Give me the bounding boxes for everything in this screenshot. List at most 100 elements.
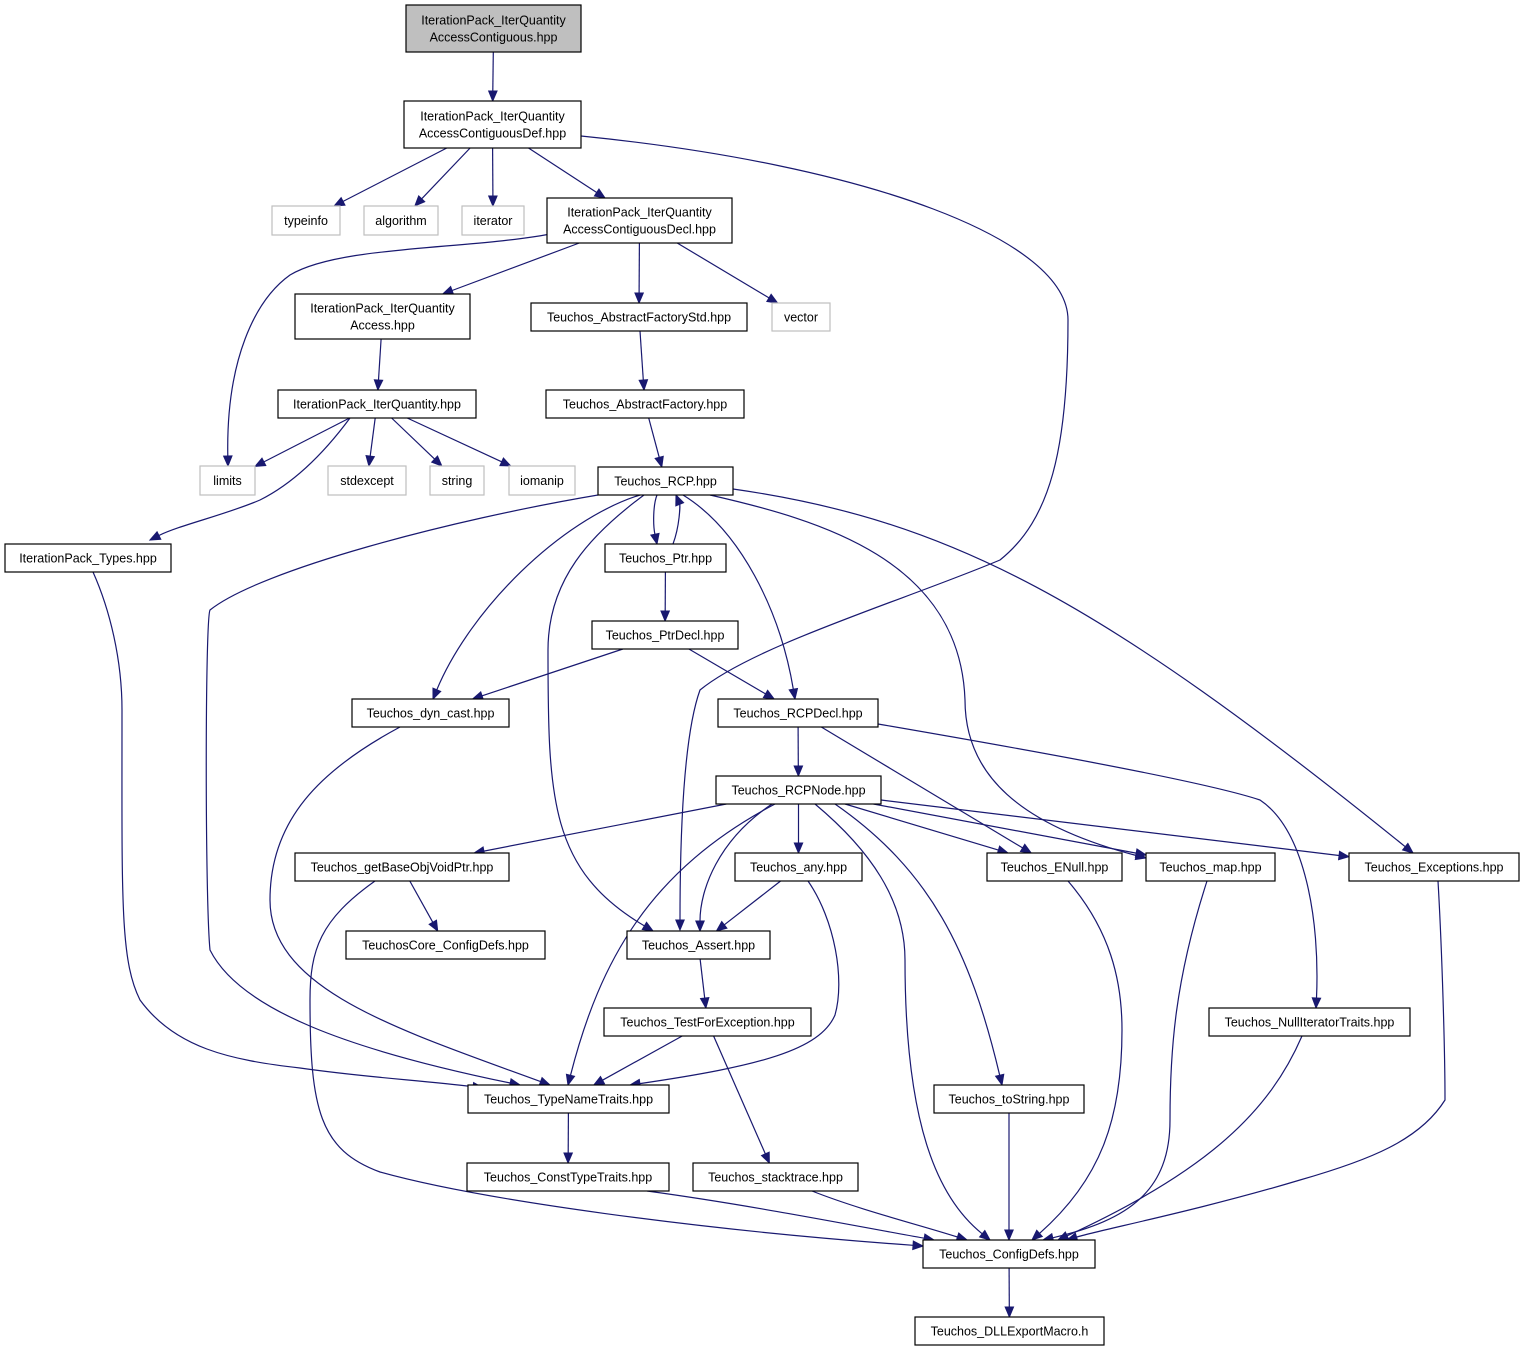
edge-line (723, 880, 781, 926)
edge-line (699, 803, 773, 922)
node-box (351, 698, 510, 728)
node-label: Teuchos_any.hpp (750, 861, 847, 875)
node-ptr[interactable]: Teuchos_Ptr.hpp (604, 543, 727, 573)
node-label: IterationPack_Types.hpp (19, 552, 157, 566)
node-label: Teuchos_toString.hpp (949, 1093, 1070, 1107)
edge-tostring-to-config (1004, 1113, 1014, 1242)
node-box (771, 302, 831, 332)
node-label: Teuchos_Assert.hpp (642, 939, 755, 953)
edge-line (811, 1190, 958, 1238)
node-enull[interactable]: Teuchos_ENull.hpp (986, 852, 1123, 882)
edges-layer (92, 51, 1446, 1319)
node-any[interactable]: Teuchos_any.hpp (734, 852, 863, 882)
arrowhead (1004, 1229, 1014, 1242)
node-label: IterationPack_IterQuantity (567, 206, 712, 220)
node-box (597, 466, 734, 496)
arrowhead (373, 379, 384, 392)
arrowhead (912, 1240, 925, 1251)
edge-rcp-to-assert (547, 494, 655, 932)
node-config[interactable]: Teuchos_ConfigDefs.hpp (922, 1239, 1096, 1269)
arrowhead (762, 689, 776, 700)
node-root[interactable]: IterationPack_IterQuantityAccessContiguo… (405, 4, 582, 53)
node-rcpnode[interactable]: Teuchos_RCPNode.hpp (715, 775, 882, 805)
node-label: Teuchos_RCPDecl.hpp (733, 707, 862, 721)
edge-rcp-to-exc (732, 488, 1415, 854)
edge-ptr-to-ptrdecl (660, 571, 671, 623)
edge-decl-to-access (441, 242, 580, 295)
node-box (922, 1239, 1096, 1269)
node-iq[interactable]: IterationPack_IterQuantity.hpp (277, 389, 477, 419)
node-rcpdecl[interactable]: Teuchos_RCPDecl.hpp (717, 698, 879, 728)
edge-def-to-iterator (487, 147, 498, 208)
node-box (345, 930, 546, 960)
node-absstd[interactable]: Teuchos_AbstractFactoryStd.hpp (530, 302, 748, 332)
edge-line (391, 417, 436, 460)
arrowhead (1019, 843, 1033, 854)
node-box (4, 543, 172, 573)
node-label: stdexcept (340, 474, 394, 488)
arrowhead (978, 1229, 992, 1241)
node-decl[interactable]: IterationPack_IterQuantityAccessContiguo… (546, 197, 733, 244)
arrowhead (638, 379, 649, 392)
node-testfor[interactable]: Teuchos_TestForException.hpp (603, 1007, 812, 1037)
edge-iq-to-string (391, 417, 443, 467)
node-def[interactable]: IterationPack_IterQuantityAccessContiguo… (403, 100, 582, 149)
node-ptrdecl[interactable]: Teuchos_PtrDecl.hpp (591, 620, 739, 650)
edge-line (672, 504, 681, 545)
node-label: Teuchos_stacktrace.hpp (708, 1171, 843, 1185)
edge-line (814, 803, 983, 1235)
node-rcp[interactable]: Teuchos_RCP.hpp (597, 466, 734, 496)
node-map[interactable]: Teuchos_map.hpp (1145, 852, 1276, 882)
edge-testfor-to-stack (713, 1035, 770, 1165)
arrowhead (641, 921, 655, 932)
edge-line (699, 958, 706, 999)
edge-getbase-to-coreconf (409, 880, 439, 933)
node-box (604, 543, 727, 573)
edge-line (528, 147, 598, 194)
node-box (294, 293, 471, 340)
edge-any-to-tnt (628, 880, 840, 1089)
edge-rcpnode-to-getbase (472, 803, 727, 856)
edge-rcpnode-to-tnt (565, 803, 776, 1087)
node-label: typeinfo (284, 214, 328, 228)
node-label: Teuchos_RCPNode.hpp (731, 784, 865, 798)
arrowhead (222, 455, 233, 468)
node-box (626, 930, 771, 960)
edge-def-to-typeinfo (333, 147, 448, 207)
node-stack[interactable]: Teuchos_stacktrace.hpp (692, 1162, 859, 1192)
edge-line (688, 648, 766, 695)
arrowhead (1401, 842, 1415, 854)
node-absf[interactable]: Teuchos_AbstractFactory.hpp (545, 389, 745, 419)
edge-line (377, 338, 382, 381)
node-label: AccessContiguousDecl.hpp (563, 223, 716, 237)
node-assert[interactable]: Teuchos_Assert.hpp (626, 930, 771, 960)
node-const[interactable]: Teuchos_ConstTypeTraits.hpp (466, 1162, 670, 1192)
node-types[interactable]: IterationPack_Types.hpp (4, 543, 172, 573)
node-label: Teuchos_DLLExportMacro.h (931, 1325, 1089, 1339)
node-label: Teuchos_ENull.hpp (1001, 861, 1109, 875)
edge-rcpnode-to-assert (695, 803, 773, 933)
arrowhead (487, 90, 498, 103)
edge-line (369, 417, 376, 457)
node-nullit[interactable]: Teuchos_NullIteratorTraits.hpp (1208, 1007, 1411, 1037)
node-getbase[interactable]: Teuchos_getBaseObjVoidPtr.hpp (294, 852, 510, 882)
edge-map-to-config (1041, 880, 1208, 1243)
arrowhead (441, 285, 455, 295)
edge-line (569, 803, 776, 1076)
node-exc[interactable]: Teuchos_Exceptions.hpp (1348, 852, 1520, 882)
node-box (327, 465, 407, 496)
edge-line (639, 880, 840, 1085)
node-dyn[interactable]: Teuchos_dyn_cast.hpp (351, 698, 510, 728)
node-tnt[interactable]: Teuchos_TypeNameTraits.hpp (467, 1084, 670, 1114)
node-label: Teuchos_getBaseObjVoidPtr.hpp (311, 861, 494, 875)
node-label: Teuchos_NullIteratorTraits.hpp (1225, 1016, 1395, 1030)
node-dll[interactable]: Teuchos_DLLExportMacro.h (914, 1316, 1105, 1346)
node-coreconf[interactable]: TeuchosCore_ConfigDefs.hpp (345, 930, 546, 960)
node-label: Teuchos_AbstractFactoryStd.hpp (547, 311, 731, 325)
node-tostring[interactable]: Teuchos_toString.hpp (933, 1084, 1085, 1114)
node-box (461, 205, 525, 236)
edge-line (713, 1035, 766, 1155)
edge-nullit-to-config (1056, 1035, 1303, 1241)
